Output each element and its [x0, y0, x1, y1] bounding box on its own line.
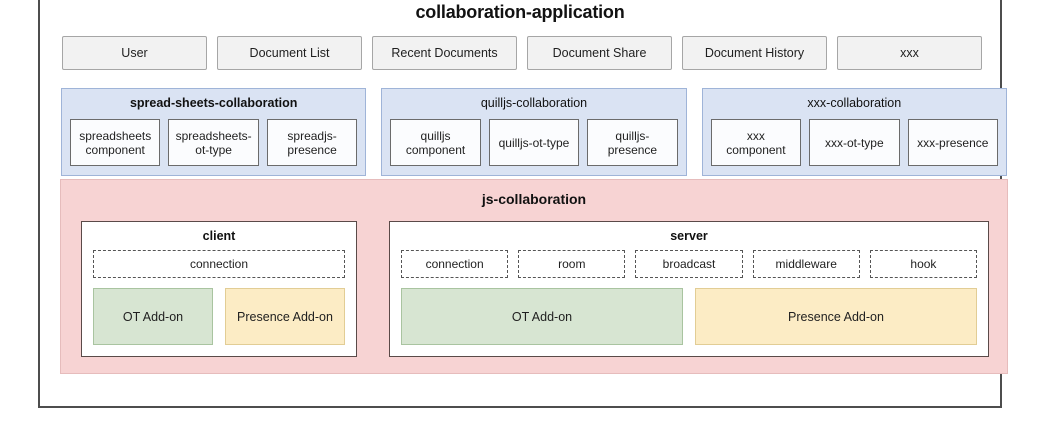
collaboration-panels-row: spread-sheets-collaboration spreadsheets…	[61, 88, 1007, 176]
server-module-connection[interactable]: connection	[401, 250, 509, 278]
collaboration-panel-spreadsheets: spread-sheets-collaboration spreadsheets…	[61, 88, 367, 176]
collaboration-panel-quilljs: quilljs-collaboration quilljs component …	[381, 88, 687, 176]
collaboration-child-xxx-component[interactable]: xxx component	[710, 119, 802, 166]
client-modules: connection	[93, 250, 345, 278]
client-tier-title: client	[202, 229, 236, 243]
client-addons: OT Add-on Presence Add-on	[93, 288, 345, 345]
collaboration-child-xxx-ot-type[interactable]: xxx-ot-type	[809, 119, 900, 166]
collaboration-children: spreadsheets component spreadsheets- ot-…	[70, 119, 358, 166]
server-module-broadcast[interactable]: broadcast	[635, 250, 743, 278]
app-module-document-list[interactable]: Document List	[217, 36, 362, 70]
server-modules: connection room broadcast middleware hoo…	[401, 250, 978, 278]
page-title: collaboration-application	[415, 2, 625, 22]
app-module-user[interactable]: User	[62, 36, 207, 70]
server-module-hook[interactable]: hook	[869, 250, 978, 278]
collaboration-child-quilljs-ot-type[interactable]: quilljs-ot-type	[488, 119, 580, 166]
collaboration-panel-title: spread-sheets-collaboration	[129, 96, 298, 110]
server-tier: server connection room broadcast middlew…	[389, 221, 989, 357]
collaboration-panel-xxx: xxx-collaboration xxx component xxx-ot-t…	[701, 88, 1007, 176]
js-collaboration-tiers: client connection OT Add-on Presence Add…	[81, 221, 989, 357]
app-module-label: Document History	[704, 46, 805, 60]
server-module-middleware[interactable]: middleware	[752, 250, 860, 278]
collaboration-child-quilljs-presence[interactable]: quilljs- presence	[587, 119, 678, 166]
server-addons: OT Add-on Presence Add-on	[401, 288, 977, 345]
app-module-label: User	[121, 46, 148, 60]
server-tier-title: server	[670, 229, 708, 243]
collaboration-child-spreadjs-presence[interactable]: spreadjs- presence	[266, 119, 358, 166]
app-module-label: Document Share	[552, 46, 647, 60]
app-module-xxx[interactable]: xxx	[837, 36, 982, 70]
client-ot-addon[interactable]: OT Add-on	[93, 288, 213, 345]
collaboration-child-spreadsheets-component[interactable]: spreadsheets component	[70, 119, 161, 166]
app-module-label: xxx	[900, 46, 919, 60]
application-modules-row: User Document List Recent Documents Docu…	[62, 36, 982, 70]
architecture-diagram-frame: collaboration-application User Document …	[38, 0, 1008, 408]
js-collaboration-panel: js-collaboration client connection OT Ad…	[60, 179, 1008, 374]
js-collaboration-title: js-collaboration	[481, 191, 587, 207]
collaboration-panel-title: quilljs-collaboration	[480, 96, 588, 110]
app-module-label: Document List	[249, 46, 330, 60]
server-module-room[interactable]: room	[518, 250, 626, 278]
collaboration-panel-title: xxx-collaboration	[807, 96, 902, 110]
server-ot-addon[interactable]: OT Add-on	[401, 288, 683, 345]
app-module-recent-documents[interactable]: Recent Documents	[372, 36, 517, 70]
server-presence-addon[interactable]: Presence Add-on	[695, 288, 977, 345]
collaboration-child-xxx-presence[interactable]: xxx-presence	[907, 119, 998, 166]
collaboration-children: xxx component xxx-ot-type xxx-presence	[710, 119, 998, 166]
app-module-document-share[interactable]: Document Share	[527, 36, 672, 70]
client-tier: client connection OT Add-on Presence Add…	[81, 221, 357, 357]
collaboration-child-spreadsheets-ot-type[interactable]: spreadsheets- ot-type	[168, 119, 259, 166]
collaboration-children: quilljs component quilljs-ot-type quillj…	[390, 119, 678, 166]
collaboration-child-quilljs-component[interactable]: quilljs component	[390, 119, 481, 166]
client-presence-addon[interactable]: Presence Add-on	[225, 288, 345, 345]
app-module-label: Recent Documents	[391, 46, 498, 60]
app-module-document-history[interactable]: Document History	[682, 36, 827, 70]
client-module-connection[interactable]: connection	[93, 250, 345, 278]
